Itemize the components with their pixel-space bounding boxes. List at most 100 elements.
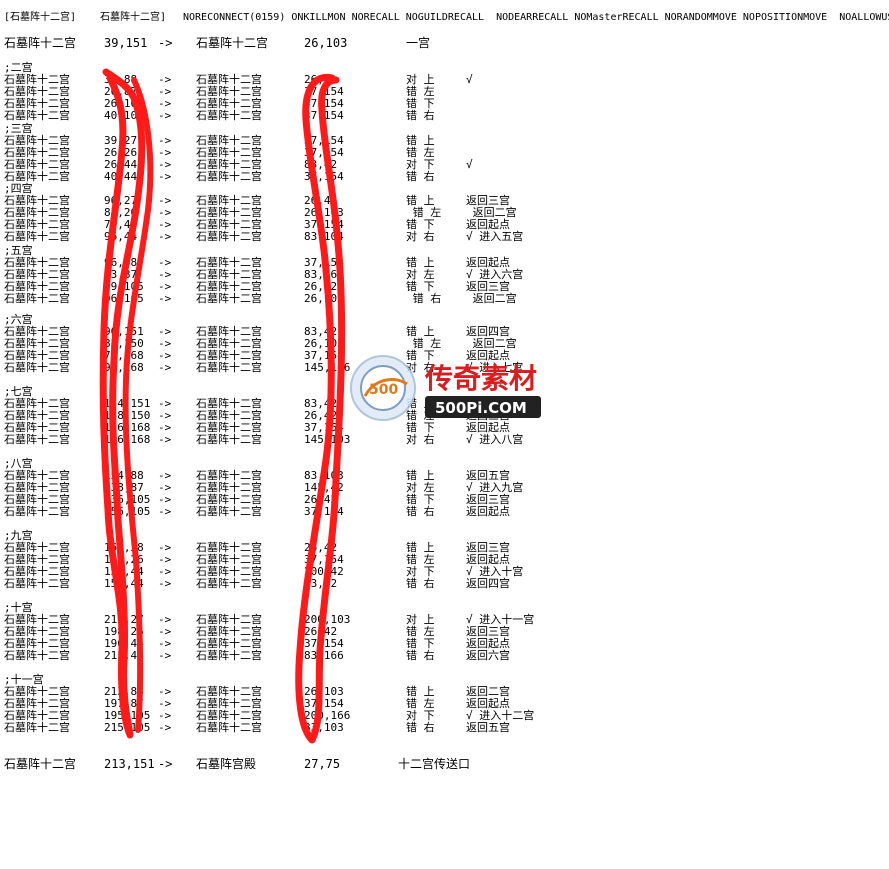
dst-map: 石墓阵十二宫 <box>196 146 262 159</box>
direction-mark: 错 上 <box>406 541 435 554</box>
direction-mark: 错 左 <box>406 85 435 98</box>
arrow: -> <box>158 481 172 494</box>
direction-mark: 对 左 <box>406 268 435 281</box>
src-map: 石墓阵十二宫 <box>4 194 70 207</box>
dst-map: 石墓阵十二宫 <box>196 325 262 338</box>
src-map: 石墓阵十二宫 <box>4 325 70 338</box>
src-map: 石墓阵十二宫 <box>4 505 70 518</box>
src-map: 石墓阵十二宫 <box>4 685 70 698</box>
src-map: 石墓阵十二宫 <box>4 361 70 374</box>
direction-mark: 错 下 <box>406 493 435 506</box>
direction-mark: 错 右 <box>406 649 435 662</box>
src-map: 石墓阵十二宫 <box>4 625 70 638</box>
src-coords: 39,151 <box>104 36 148 50</box>
direction-mark: 错 下 <box>406 218 435 231</box>
section-label-text: ;三宫 <box>4 122 33 135</box>
src-map: 石墓阵十二宫 <box>4 280 70 293</box>
watermark-calligraphy: 传奇素材 <box>424 362 537 395</box>
direction-mark: 对 左 <box>406 481 435 494</box>
dst-map: 石墓阵十二宫 <box>196 493 262 506</box>
dst-map: 石墓阵十二宫 <box>196 577 262 590</box>
dst-map: 石墓阵十二宫 <box>196 218 262 231</box>
direction-mark: 错 上 <box>406 469 435 482</box>
room-note: √ <box>466 158 473 171</box>
arrow: -> <box>158 577 172 590</box>
src-map: 石墓阵十二宫 <box>4 421 70 434</box>
dst-map: 石墓阵十二宫 <box>196 73 262 86</box>
arrow: -> <box>158 565 172 578</box>
dst-coords: 37,154 <box>304 109 344 122</box>
dst-map: 石墓阵十二宫 <box>196 721 262 734</box>
arrow: -> <box>158 325 172 338</box>
room-note: √ 进入十一宫 <box>466 613 535 626</box>
dst-coords: 83,103 <box>304 721 344 734</box>
arrow: -> <box>158 218 172 231</box>
src-map: 石墓阵十二宫 <box>4 649 70 662</box>
src-map: 石墓阵十二宫 <box>4 268 70 281</box>
section-label-text: ;八宫 <box>4 457 33 470</box>
arrow: -> <box>158 421 172 434</box>
first-row: 石墓阵十二宫 39,151 -> 石墓阵十二宫 26,103 一宫 <box>0 36 430 50</box>
dst-map: 石墓阵十二宫 <box>196 280 262 293</box>
dst-map: 石墓阵十二宫 <box>196 541 262 554</box>
src-map: 石墓阵十二宫 <box>4 230 70 243</box>
dst-map: 石墓阵十二宫 <box>196 109 262 122</box>
direction-mark: 错 左 <box>406 206 442 219</box>
src-map: 石墓阵十二宫 <box>4 397 70 410</box>
watermark-site-text: 500Pi.COM <box>435 399 527 417</box>
room-note: √ 进入六宫 <box>466 268 524 281</box>
dst-map: 石墓阵十二宫 <box>196 469 262 482</box>
src-map: 石墓阵十二宫 <box>4 134 70 147</box>
dst-coords: 37,154 <box>304 170 344 183</box>
direction-mark: 错 上 <box>406 194 435 207</box>
room-note: 返回起点 <box>466 553 510 566</box>
arrow: -> <box>158 194 172 207</box>
watermark-logo: 500 传奇素材 500Pi.COM <box>345 348 545 430</box>
dst-map: 石墓阵十二宫 <box>196 36 269 50</box>
room-note: 返回六宫 <box>466 649 510 662</box>
header-map-label: 石墓阵十二宫] <box>100 12 167 23</box>
dst-coords: 37,154 <box>304 505 344 518</box>
direction-mark: 错 下 <box>406 280 435 293</box>
dst-map: 石墓阵十二宫 <box>196 421 262 434</box>
dst-map: 石墓阵十二宫 <box>196 613 262 626</box>
arrow: -> <box>158 337 172 350</box>
dst-map: 石墓阵十二宫 <box>196 709 262 722</box>
src-map: 石墓阵十二宫 <box>4 613 70 626</box>
room-note: 返回三宫 <box>466 541 510 554</box>
section-label-text: ;七宫 <box>4 385 33 398</box>
room-note: 返回四宫 <box>466 325 510 338</box>
src-map: 石墓阵十二宫 <box>4 218 70 231</box>
dst-map: 石墓阵十二宫 <box>196 158 262 171</box>
dst-map: 石墓阵十二宫 <box>196 481 262 494</box>
src-coords: 96,168 <box>104 361 144 374</box>
section-label-text: ;二宫 <box>4 61 33 74</box>
dst-map: 石墓阵十二宫 <box>196 194 262 207</box>
header-flags: NORECONNECT(0159) ONKILLMON NORECALL NOG… <box>183 12 889 23</box>
src-coords: 156,44 <box>104 577 144 590</box>
dst-map: 石墓阵十二宫 <box>196 268 262 281</box>
arrow: -> <box>158 469 172 482</box>
dst-map: 石墓阵十二宫 <box>196 637 262 650</box>
dst-map: 石墓阵十二宫 <box>196 292 262 305</box>
section-label-text: ;十一宫 <box>4 673 44 686</box>
src-coords: 96,105 <box>104 292 144 305</box>
direction-mark: 错 左 <box>406 697 435 710</box>
room-note: √ 进入九宫 <box>466 481 524 494</box>
dst-coords: 27,75 <box>304 757 341 771</box>
direction-mark: 对 下 <box>406 158 435 171</box>
direction-mark: 错 右 <box>406 292 442 305</box>
arrow: -> <box>158 697 172 710</box>
direction-mark: 错 上 <box>406 325 435 338</box>
arrow: -> <box>158 637 172 650</box>
src-coords: 40,105 <box>104 109 144 122</box>
arrow: -> <box>158 613 172 626</box>
dst-coords: 26,103 <box>304 36 348 50</box>
watermark-logo-text: 500 <box>369 382 398 398</box>
src-map: 石墓阵十二宫 <box>4 73 70 86</box>
room-note: 一宫 <box>406 36 431 50</box>
section-label-text: ;四宫 <box>4 182 33 195</box>
dst-map: 石墓阵十二宫 <box>196 565 262 578</box>
room-note: √ 进入八宫 <box>466 433 524 446</box>
dst-map: 石墓阵十二宫 <box>196 337 262 350</box>
